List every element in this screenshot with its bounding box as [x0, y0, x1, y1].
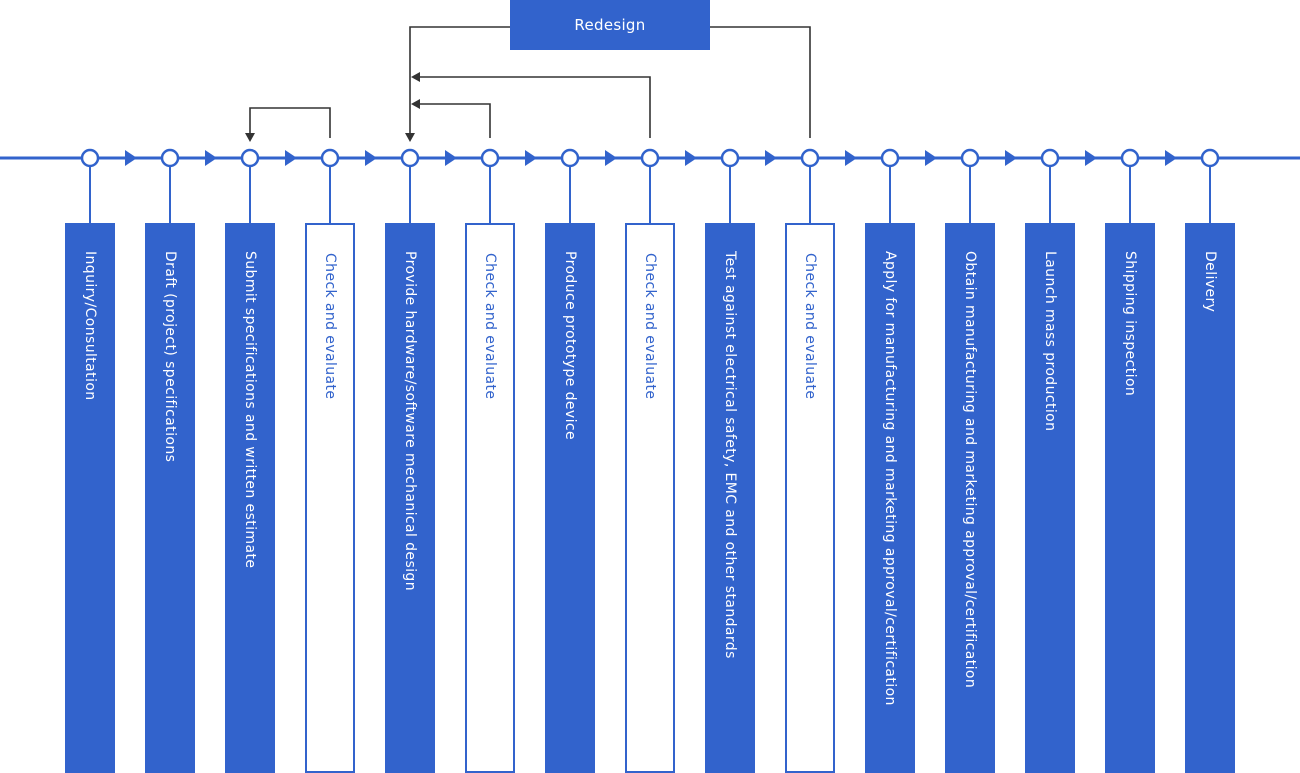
- step-node: [160, 148, 180, 168]
- flow-arrow-icon: [125, 150, 137, 166]
- step-box-12: Obtain manufacturing and marketing appro…: [945, 223, 995, 773]
- step-node: [1040, 148, 1060, 168]
- step-node: [480, 148, 500, 168]
- loop-arrow-icon: [411, 99, 420, 109]
- step-label: Launch mass production: [1042, 251, 1058, 432]
- step-label: Apply for manufacturing and marketing ap…: [882, 251, 898, 706]
- feedback-loop: [249, 107, 331, 138]
- flow-arrow-icon: [1165, 150, 1177, 166]
- flow-arrow-icon: [445, 150, 457, 166]
- step-node: [400, 148, 420, 168]
- redesign-box: Redesign: [510, 0, 710, 50]
- loop-arrow-icon: [411, 72, 420, 82]
- step-label: Provide hardware/software mechanical des…: [402, 251, 418, 591]
- step-node: [80, 148, 100, 168]
- step-box-4: Check and evaluate: [305, 223, 355, 773]
- redesign-label: Redesign: [574, 16, 646, 34]
- step-node: [560, 148, 580, 168]
- step-node: [240, 148, 260, 168]
- step-label: Delivery: [1202, 251, 1218, 313]
- step-box-6: Check and evaluate: [465, 223, 515, 773]
- loop-arrow-icon: [245, 133, 255, 142]
- flow-arrow-icon: [605, 150, 617, 166]
- redesign-arrow-icon: [405, 133, 415, 142]
- flow-arrow-icon: [765, 150, 777, 166]
- step-box-13: Launch mass production: [1025, 223, 1075, 773]
- step-box-2: Draft (project) specifications: [145, 223, 195, 773]
- feedback-loop: [419, 76, 651, 138]
- flow-arrow-icon: [205, 150, 217, 166]
- step-box-14: Shipping inspection: [1105, 223, 1155, 773]
- step-label: Produce prototype device: [562, 251, 578, 440]
- step-box-9: Test against electrical safety, EMC and …: [705, 223, 755, 773]
- step-box-8: Check and evaluate: [625, 223, 675, 773]
- step-node: [720, 148, 740, 168]
- step-label: Check and evaluate: [482, 253, 498, 400]
- step-node: [640, 148, 660, 168]
- redesign-line-right: [710, 26, 811, 138]
- flow-arrow-icon: [685, 150, 697, 166]
- feedback-loops: [245, 26, 811, 142]
- step-node: [800, 148, 820, 168]
- step-label: Draft (project) specifications: [162, 251, 178, 463]
- step-node: [880, 148, 900, 168]
- step-box-1: Inquiry/Consultation: [65, 223, 115, 773]
- flow-arrow-icon: [1085, 150, 1097, 166]
- step-label: Check and evaluate: [322, 253, 338, 400]
- step-label: Check and evaluate: [802, 253, 818, 400]
- flow-arrow-icon: [525, 150, 537, 166]
- step-box-5: Provide hardware/software mechanical des…: [385, 223, 435, 773]
- timeline: [0, 148, 1300, 223]
- step-box-7: Produce prototype device: [545, 223, 595, 773]
- step-label: Check and evaluate: [642, 253, 658, 400]
- step-label: Inquiry/Consultation: [82, 251, 98, 401]
- flow-arrow-icon: [925, 150, 937, 166]
- step-label: Test against electrical safety, EMC and …: [722, 251, 738, 659]
- step-label: Submit specifications and written estima…: [242, 251, 258, 569]
- redesign-line-left: [409, 26, 510, 133]
- step-label: Shipping inspection: [1122, 251, 1138, 397]
- flow-arrow-icon: [1005, 150, 1017, 166]
- flow-arrow-icon: [285, 150, 297, 166]
- step-box-3: Submit specifications and written estima…: [225, 223, 275, 773]
- step-box-10: Check and evaluate: [785, 223, 835, 773]
- flow-arrow-icon: [845, 150, 857, 166]
- flow-arrow-icon: [365, 150, 377, 166]
- step-node: [960, 148, 980, 168]
- step-label: Obtain manufacturing and marketing appro…: [962, 251, 978, 689]
- step-node: [1120, 148, 1140, 168]
- feedback-loop: [419, 103, 491, 138]
- step-node: [320, 148, 340, 168]
- step-box-11: Apply for manufacturing and marketing ap…: [865, 223, 915, 773]
- step-box-15: Delivery: [1185, 223, 1235, 773]
- step-node: [1200, 148, 1220, 168]
